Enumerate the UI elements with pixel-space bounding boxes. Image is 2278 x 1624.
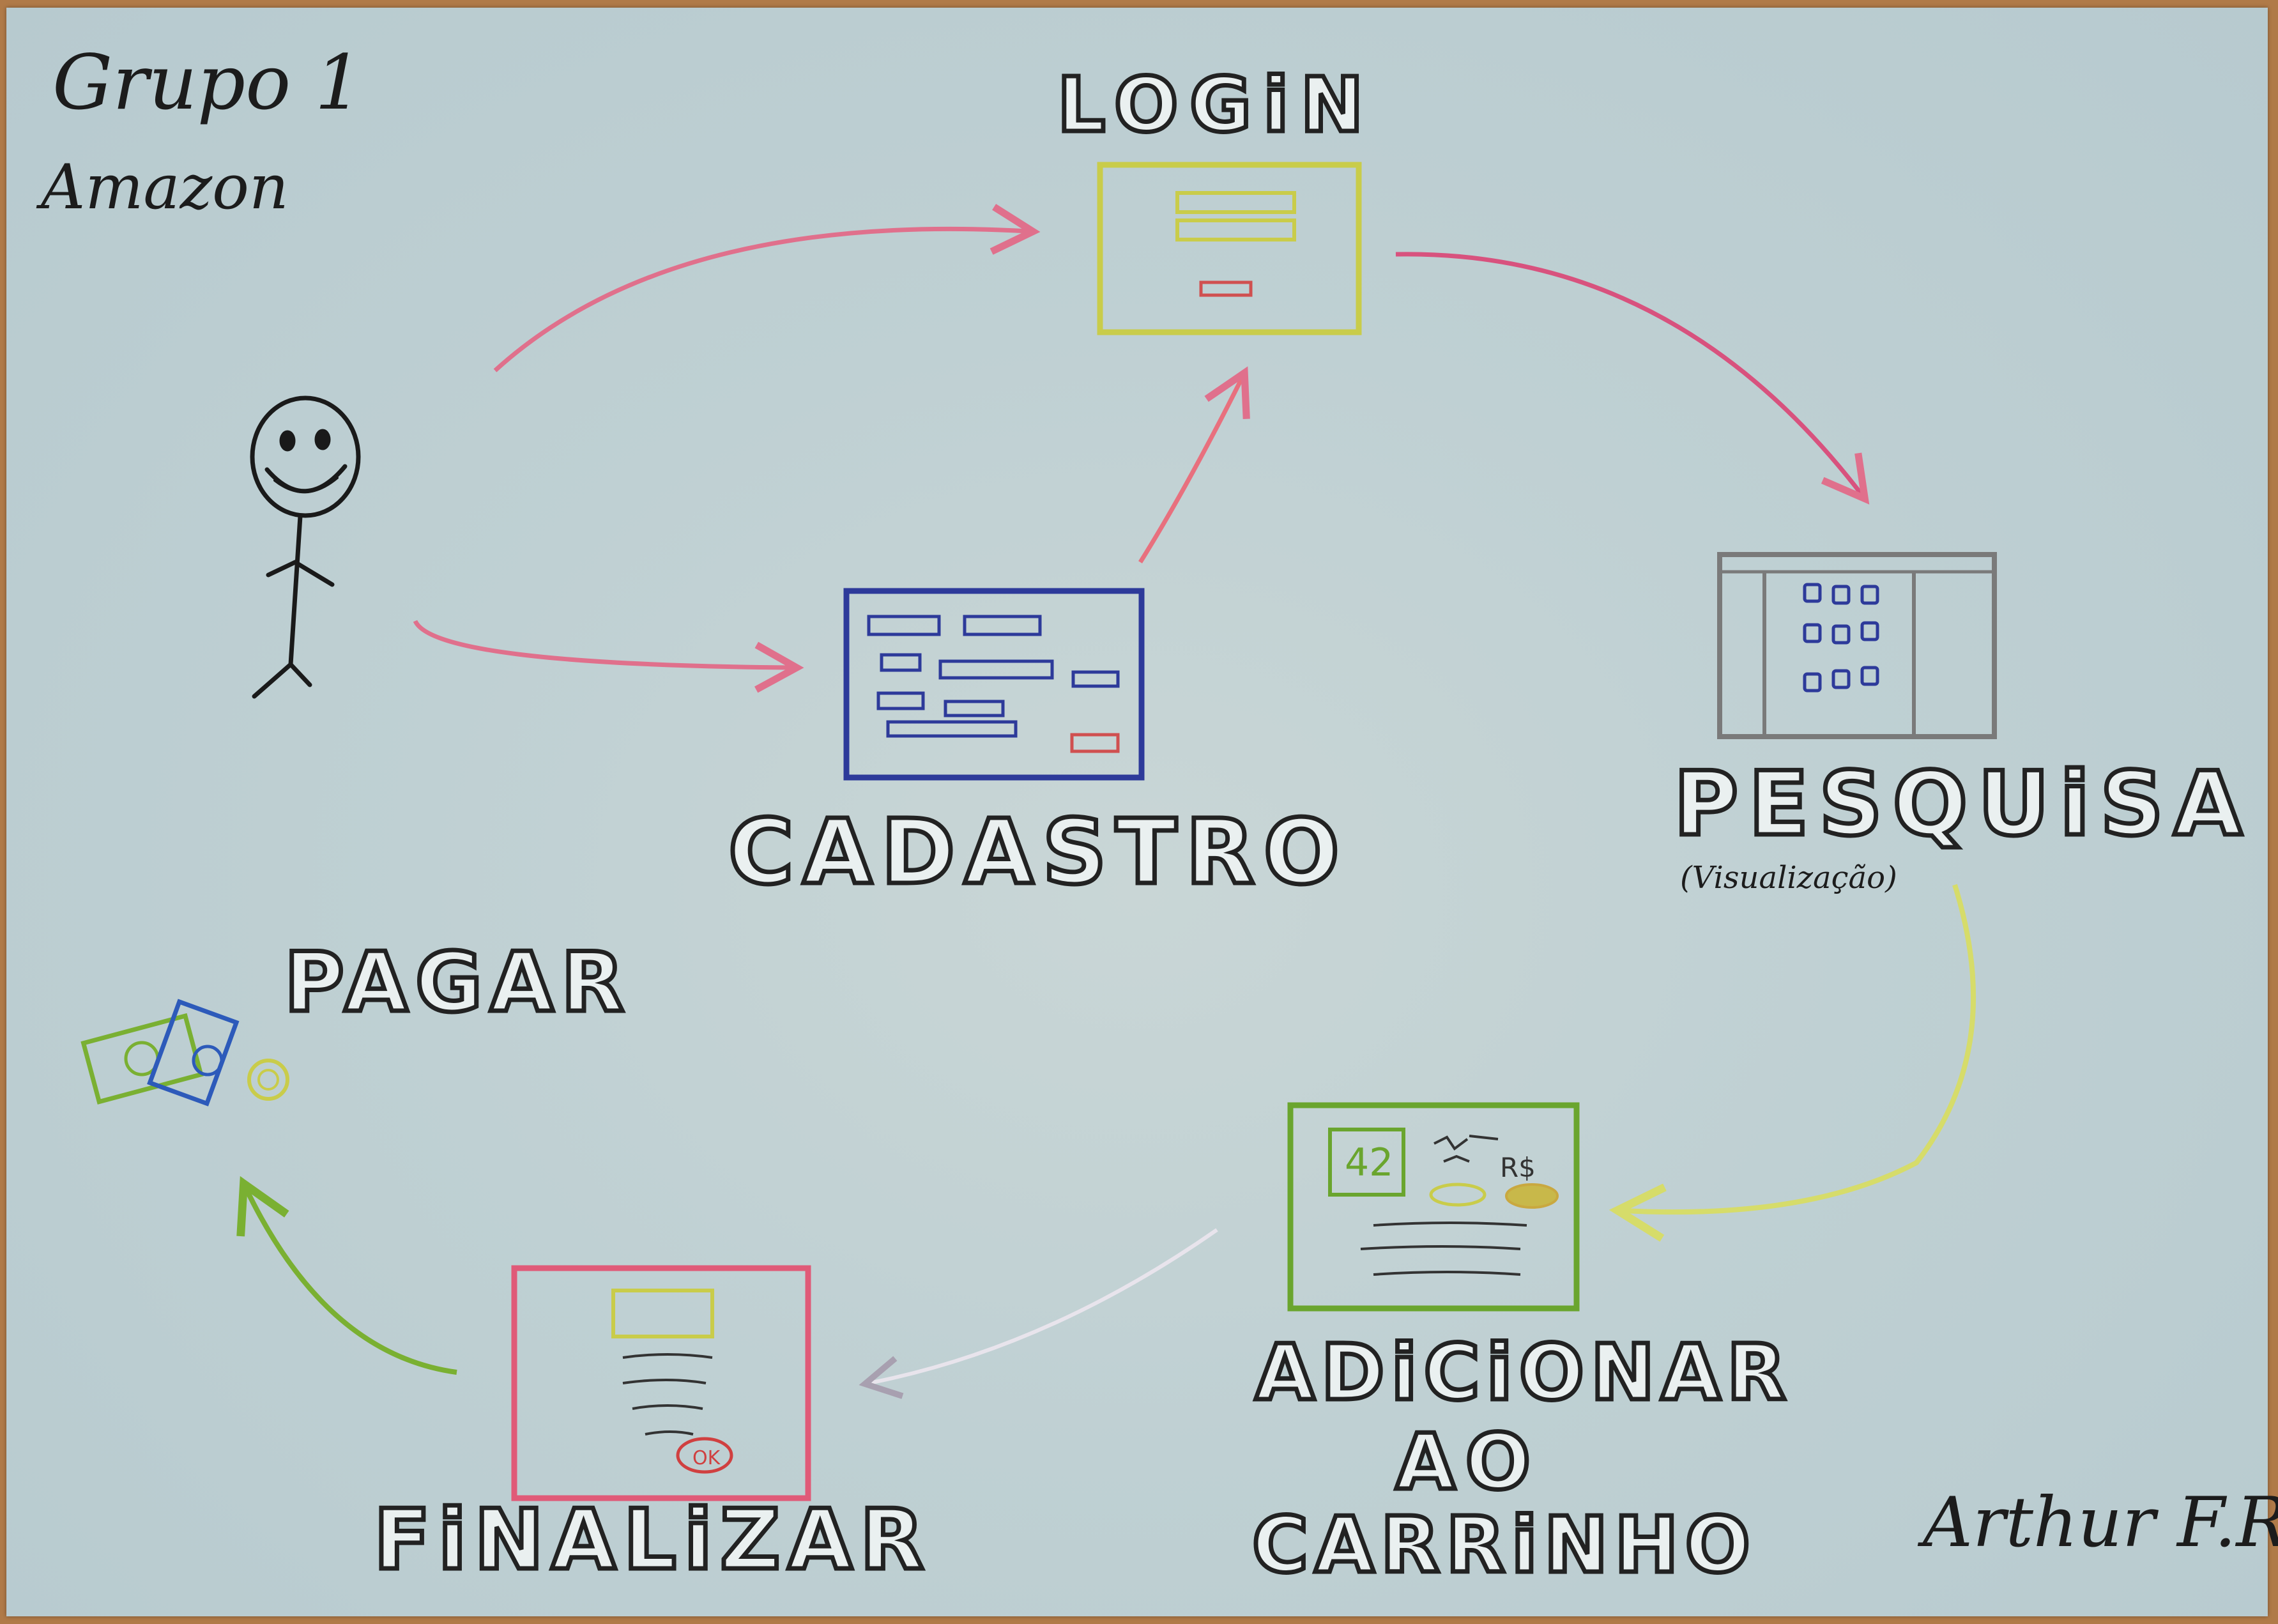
arrow-cadastro-to-login xyxy=(1138,366,1250,563)
arrow-pesquisa-to-carrinho xyxy=(1609,884,1976,1242)
pesquisa-screen-sketch xyxy=(1717,552,1997,739)
step-pagar-label: PAGAR xyxy=(282,935,632,1030)
arrow-carrinho-to-finalizar xyxy=(859,1228,1218,1399)
step-adicionar-label-line1: ADiCiONAR xyxy=(1253,1329,1793,1418)
finalizar-ok-label: OK xyxy=(692,1447,721,1469)
project-subject: Amazon xyxy=(41,151,289,223)
step-pesquisa-label: PESQUiSA xyxy=(1672,753,2252,855)
step-cadastro-label: CADASTRO xyxy=(726,801,1349,905)
arrow-user-to-login xyxy=(493,204,1041,372)
group-title: Grupo 1 xyxy=(52,38,363,126)
money-icon xyxy=(80,999,289,1107)
carrinho-screen-sketch: 42 R$ xyxy=(1287,1102,1580,1312)
login-screen-sketch xyxy=(1097,162,1362,335)
step-login-label: LOGiN xyxy=(1055,61,1375,149)
arrow-login-to-pesquisa xyxy=(1395,252,1870,505)
svg-text:R$: R$ xyxy=(1500,1152,1536,1183)
arrow-finalizar-to-pagar xyxy=(236,1176,457,1375)
step-pesquisa-note: (Visualização) xyxy=(1680,860,1897,896)
author-signature: Arthur F.R. xyxy=(1923,1483,2278,1563)
cadastro-screen-sketch xyxy=(843,588,1145,781)
step-adicionar-label-line3: CARRiNHO xyxy=(1250,1501,1757,1590)
svg-text:42: 42 xyxy=(1345,1140,1393,1185)
user-stick-figure xyxy=(250,395,361,699)
step-finalizar-label: FiNALiZAR xyxy=(371,1491,932,1588)
finalizar-screen-sketch xyxy=(511,1265,811,1501)
arrow-user-to-cadastro xyxy=(413,620,804,693)
step-adicionar-label-line2: AO xyxy=(1394,1418,1541,1507)
